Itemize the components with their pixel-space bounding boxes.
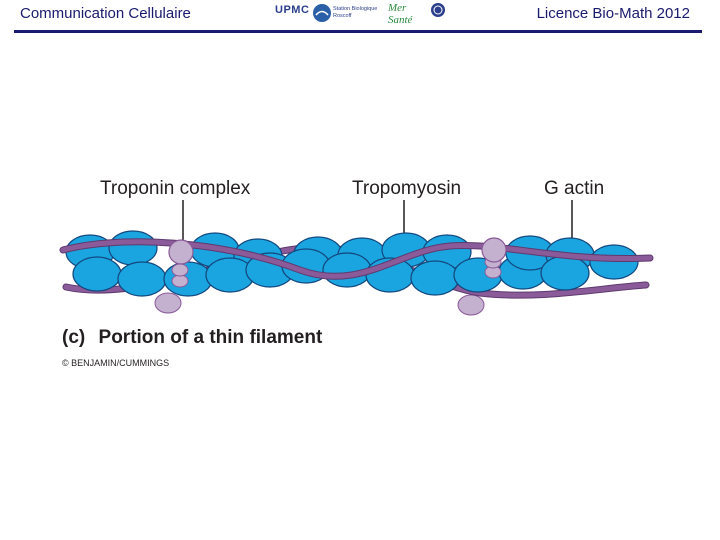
caption-prefix: (c) [62, 327, 85, 348]
actin-monomer [108, 230, 158, 266]
copyright-notice: © BENJAMIN/CUMMINGS [62, 358, 169, 368]
caption-text: Portion of a thin filament [99, 327, 323, 348]
g-actin-label: G actin [544, 178, 604, 199]
station-biologique-logo-icon [313, 4, 331, 22]
figure-caption: (c) Portion of a thin filament [62, 327, 323, 348]
troponin-complex-1 [168, 239, 194, 288]
slide-title-left: Communication Cellulaire [20, 5, 191, 22]
station-biologique-logo: Station Biologique Roscoff [333, 6, 378, 19]
actin-monomer [410, 260, 460, 296]
actin-monomer [72, 256, 122, 292]
header-divider [14, 30, 702, 33]
cnrs-logo-icon [431, 3, 445, 17]
troponin-complex-label: Troponin complex [100, 178, 251, 199]
troponin-lower-2 [457, 294, 485, 316]
upmc-logo: UPMC [275, 4, 310, 16]
tropomyosin-label: Tropomyosin [352, 178, 461, 199]
troponin-subunit [171, 263, 189, 277]
troponin-head [168, 239, 194, 265]
tropomyosin-strand-front [60, 239, 653, 279]
troponin-lower-1 [154, 292, 182, 314]
troponin-subunit [171, 274, 189, 288]
actin-monomer [117, 261, 167, 297]
actin-monomer [589, 244, 639, 280]
mer-sante-logo: Mer Santé [388, 2, 413, 26]
troponin-complex-2 [481, 237, 507, 279]
troponin-head [481, 237, 507, 263]
actin-monomer [540, 255, 590, 291]
slide-title-right: Licence Bio-Math 2012 [536, 5, 690, 22]
